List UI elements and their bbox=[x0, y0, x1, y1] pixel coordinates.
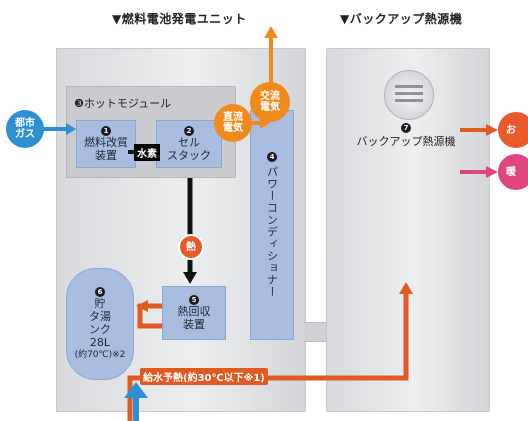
power-conditioner-number: 4 bbox=[267, 152, 277, 162]
cell-stack-line2: スタック bbox=[167, 149, 211, 162]
tank-line4: 28L bbox=[89, 335, 111, 349]
heating-arrow bbox=[460, 166, 498, 178]
power-conditioner-block: 4 パワーコンディショナー bbox=[250, 110, 294, 340]
dc-power-line1: 直流 bbox=[223, 112, 243, 123]
cell-stack-line1: セル bbox=[178, 136, 200, 149]
ac-power-arrow bbox=[264, 26, 278, 90]
feed-preheat-label: 給水予熱(約30℃以下※1) bbox=[140, 368, 268, 385]
hydrogen-tag: 水素 bbox=[134, 144, 160, 161]
hot-module-number: ❸ bbox=[74, 97, 84, 110]
heating-circle: 暖 bbox=[498, 154, 528, 190]
tank-number: 6 bbox=[95, 286, 105, 297]
cell-stack-number: 2 bbox=[184, 126, 194, 136]
tank-block: 6 貯 タ湯 ンク 28L (約70℃)※2 bbox=[66, 268, 134, 380]
ac-power-line1: 交流 bbox=[260, 91, 280, 102]
city-gas-line1: 都市 bbox=[15, 118, 35, 129]
ac-power-circle: 交流電気 bbox=[250, 82, 290, 122]
reformer-block: 1 燃料改質 装置 bbox=[76, 120, 136, 168]
tank-line2: タ湯 bbox=[89, 309, 111, 323]
heat-recovery-line1: 熱回収 bbox=[177, 305, 211, 318]
heat-recovery-block: 5 熱回収 装置 bbox=[162, 286, 226, 340]
dc-power-arrow bbox=[250, 117, 270, 129]
tank-loop-arrow bbox=[136, 300, 162, 329]
dc-power-circle: 直流電気 bbox=[214, 104, 252, 142]
water-inlet-arrow bbox=[124, 382, 148, 421]
heat-recovery-line2: 装置 bbox=[183, 318, 205, 331]
heat-arrow bbox=[183, 178, 197, 284]
city-gas-line2: ガス bbox=[15, 129, 35, 140]
backup-unit-header: ▼バックアップ熱源機 bbox=[340, 12, 463, 26]
reformer-line1: 燃料改質 bbox=[84, 136, 128, 149]
power-conditioner-label: パワーコンディショナー bbox=[265, 166, 279, 298]
tank-line1: 貯 bbox=[94, 296, 106, 310]
dc-power-line2: 電気 bbox=[223, 123, 243, 134]
heat-circle: 熱 bbox=[178, 234, 204, 260]
hot-water-circle: お bbox=[498, 112, 528, 148]
feed-preheat-line bbox=[127, 282, 413, 421]
backup-heater-label: バックアップ熱源機 bbox=[356, 135, 456, 148]
heat-recovery-number: 5 bbox=[189, 295, 199, 305]
reformer-number: 1 bbox=[101, 126, 111, 136]
fuel-cell-unit-header: ▼燃料電池発電ユニット bbox=[112, 12, 247, 26]
hot-water-arrow bbox=[460, 124, 498, 136]
hot-module-label: ❸ホットモジュール bbox=[74, 95, 171, 111]
tank-line5: (約70℃)※2 bbox=[74, 349, 126, 360]
vent-icon bbox=[384, 70, 434, 120]
backup-heater-number: 7 bbox=[401, 123, 411, 133]
hot-module-text: ホットモジュール bbox=[83, 97, 172, 110]
tank-line3: ンク bbox=[89, 322, 111, 336]
connecting-pipe bbox=[304, 322, 326, 342]
city-gas-circle: 都市ガス bbox=[6, 110, 44, 148]
ac-power-line2: 電気 bbox=[260, 102, 280, 113]
reformer-line2: 装置 bbox=[95, 149, 117, 162]
backup-heater-label-group: 7 バックアップ熱源機 bbox=[336, 120, 476, 149]
city-gas-arrow bbox=[42, 123, 76, 135]
cell-stack-block: 2 セル スタック bbox=[156, 120, 222, 168]
